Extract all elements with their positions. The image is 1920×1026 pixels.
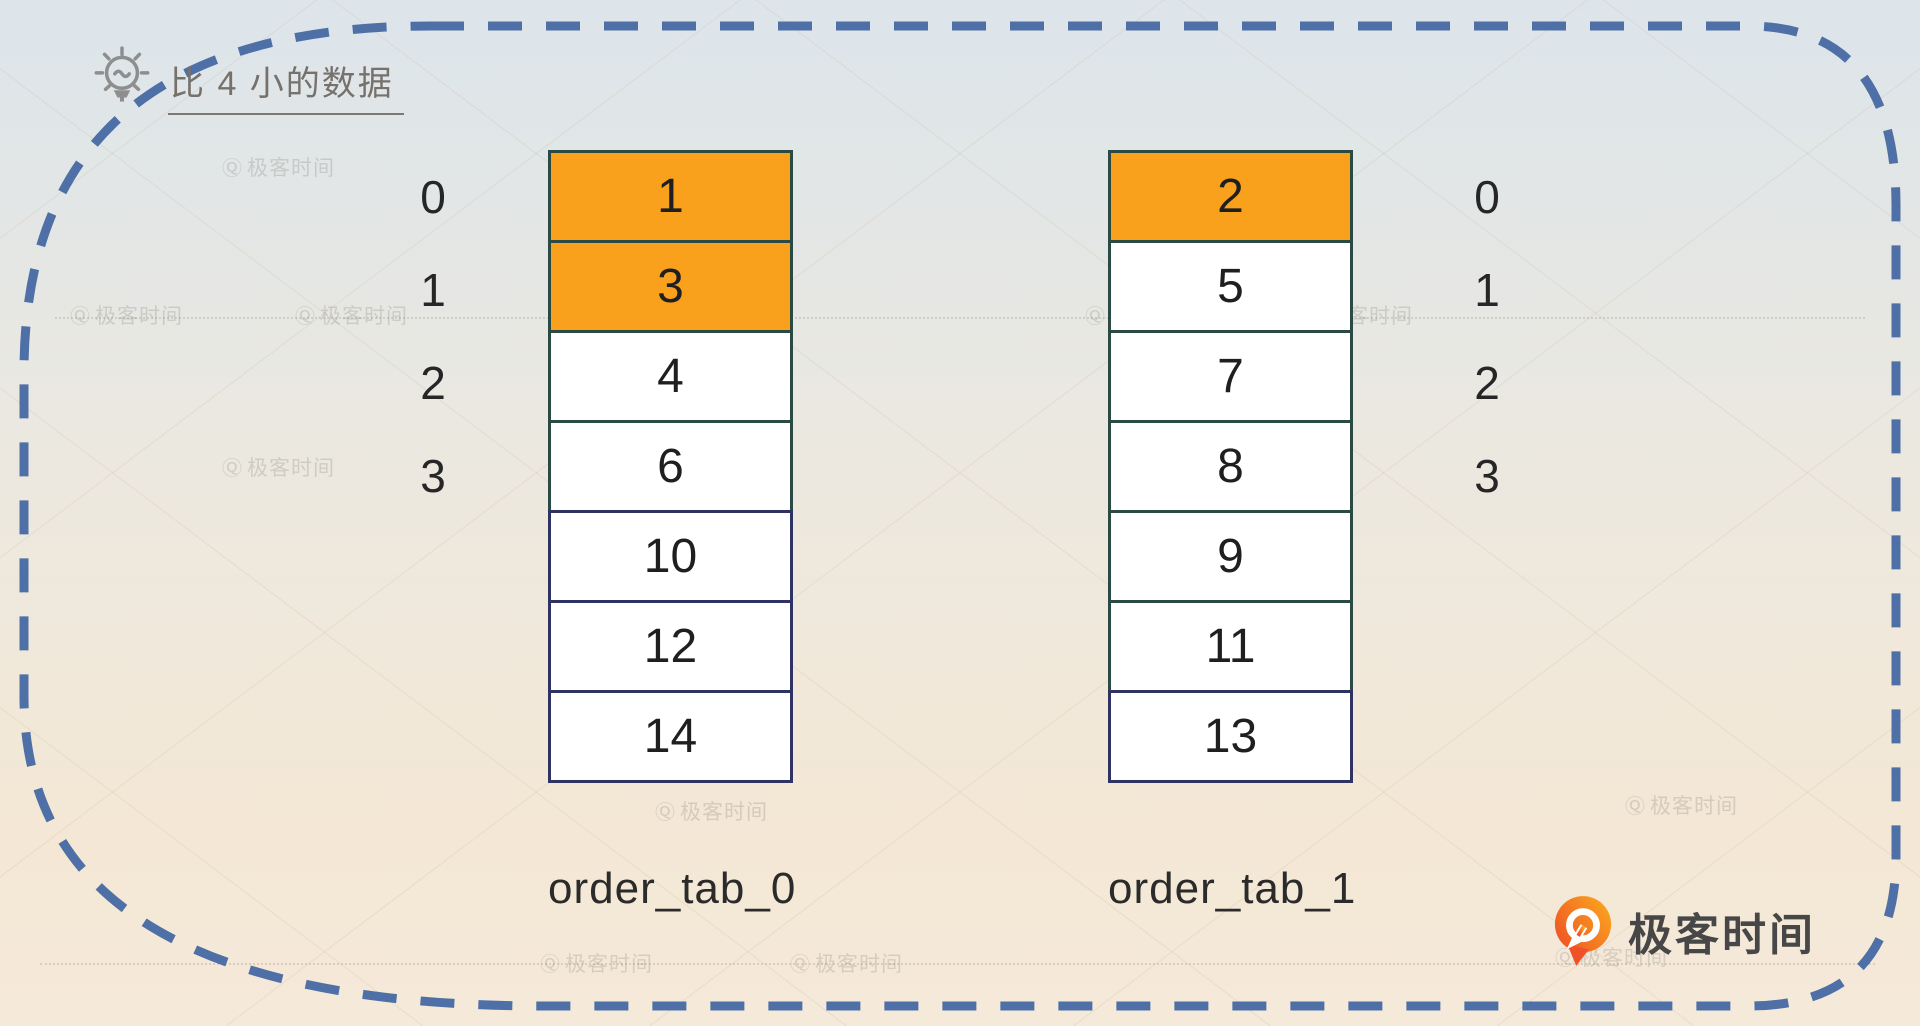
array-cell: 1 bbox=[548, 150, 793, 243]
geektime-logo-text: 极客时间 bbox=[1628, 911, 1816, 960]
geektime-watermark-icon: Ⓠ bbox=[540, 954, 561, 976]
geektime-logo: 极客时间 bbox=[1552, 894, 1816, 968]
cell-value: 9 bbox=[1217, 530, 1244, 583]
geektime-watermark-icon: Ⓠ bbox=[790, 954, 811, 976]
index-label: 1 bbox=[1474, 263, 1500, 316]
index-label: 2 bbox=[1474, 356, 1500, 409]
cell-value: 2 bbox=[1217, 170, 1244, 223]
array-cell: 6 bbox=[548, 420, 793, 513]
cell-value: 13 bbox=[1203, 710, 1258, 763]
array-cell: 11 bbox=[1108, 600, 1353, 693]
cell-value: 14 bbox=[643, 710, 698, 763]
index-label: 2 bbox=[420, 356, 446, 409]
geektime-watermark-icon: Ⓠ bbox=[655, 802, 676, 824]
lightbulb-icon bbox=[94, 46, 150, 102]
array-cell: 3 bbox=[548, 240, 793, 333]
array-cell: 10 bbox=[548, 510, 793, 603]
index-column-left: 0 1 2 3 bbox=[398, 150, 468, 522]
geektime-watermark-icon: Ⓠ bbox=[1085, 306, 1106, 328]
index-label: 3 bbox=[420, 449, 446, 502]
cell-value: 10 bbox=[643, 530, 698, 583]
geektime-watermark-icon: Ⓠ bbox=[295, 306, 316, 328]
cell-value: 7 bbox=[1217, 350, 1244, 403]
array-order-tab-1: 2 5 7 8 9 11 13 bbox=[1108, 150, 1353, 783]
index-label: 3 bbox=[1474, 449, 1500, 502]
array-cell: 9 bbox=[1108, 510, 1353, 603]
geektime-watermark-icon: Ⓠ bbox=[1625, 796, 1646, 818]
note: 比 4 小的数据 bbox=[92, 42, 404, 116]
array-cell: 12 bbox=[548, 600, 793, 693]
cell-value: 12 bbox=[643, 620, 698, 673]
array-label-order-tab-0: order_tab_0 bbox=[548, 864, 797, 913]
cell-value: 3 bbox=[657, 260, 684, 313]
cell-value: 8 bbox=[1217, 440, 1244, 493]
cell-value: 4 bbox=[657, 350, 684, 403]
index-column-right: 0 1 2 3 bbox=[1452, 150, 1522, 522]
index-label: 0 bbox=[420, 170, 446, 223]
geektime-watermark-icon: Ⓠ bbox=[70, 306, 91, 328]
array-order-tab-0: 1 3 4 6 10 12 14 bbox=[548, 150, 793, 783]
note-text: 比 4 小的数据 bbox=[168, 56, 404, 115]
cell-value: 5 bbox=[1217, 260, 1244, 313]
geektime-watermark-icon: Ⓠ bbox=[222, 158, 243, 180]
array-label-order-tab-1: order_tab_1 bbox=[1108, 864, 1357, 913]
array-cell: 14 bbox=[548, 690, 793, 783]
geektime-watermark-icon: Ⓠ bbox=[222, 458, 243, 480]
cell-value: 6 bbox=[657, 440, 684, 493]
array-cell: 2 bbox=[1108, 150, 1353, 243]
array-cell: 8 bbox=[1108, 420, 1353, 513]
cell-value: 1 bbox=[657, 170, 684, 223]
array-cell: 4 bbox=[548, 330, 793, 423]
cell-value: 11 bbox=[1205, 620, 1256, 673]
index-label: 0 bbox=[1474, 170, 1500, 223]
index-label: 1 bbox=[420, 263, 446, 316]
array-cell: 5 bbox=[1108, 240, 1353, 333]
geektime-logo-icon bbox=[1554, 896, 1612, 966]
array-cell: 7 bbox=[1108, 330, 1353, 423]
array-cell: 13 bbox=[1108, 690, 1353, 783]
